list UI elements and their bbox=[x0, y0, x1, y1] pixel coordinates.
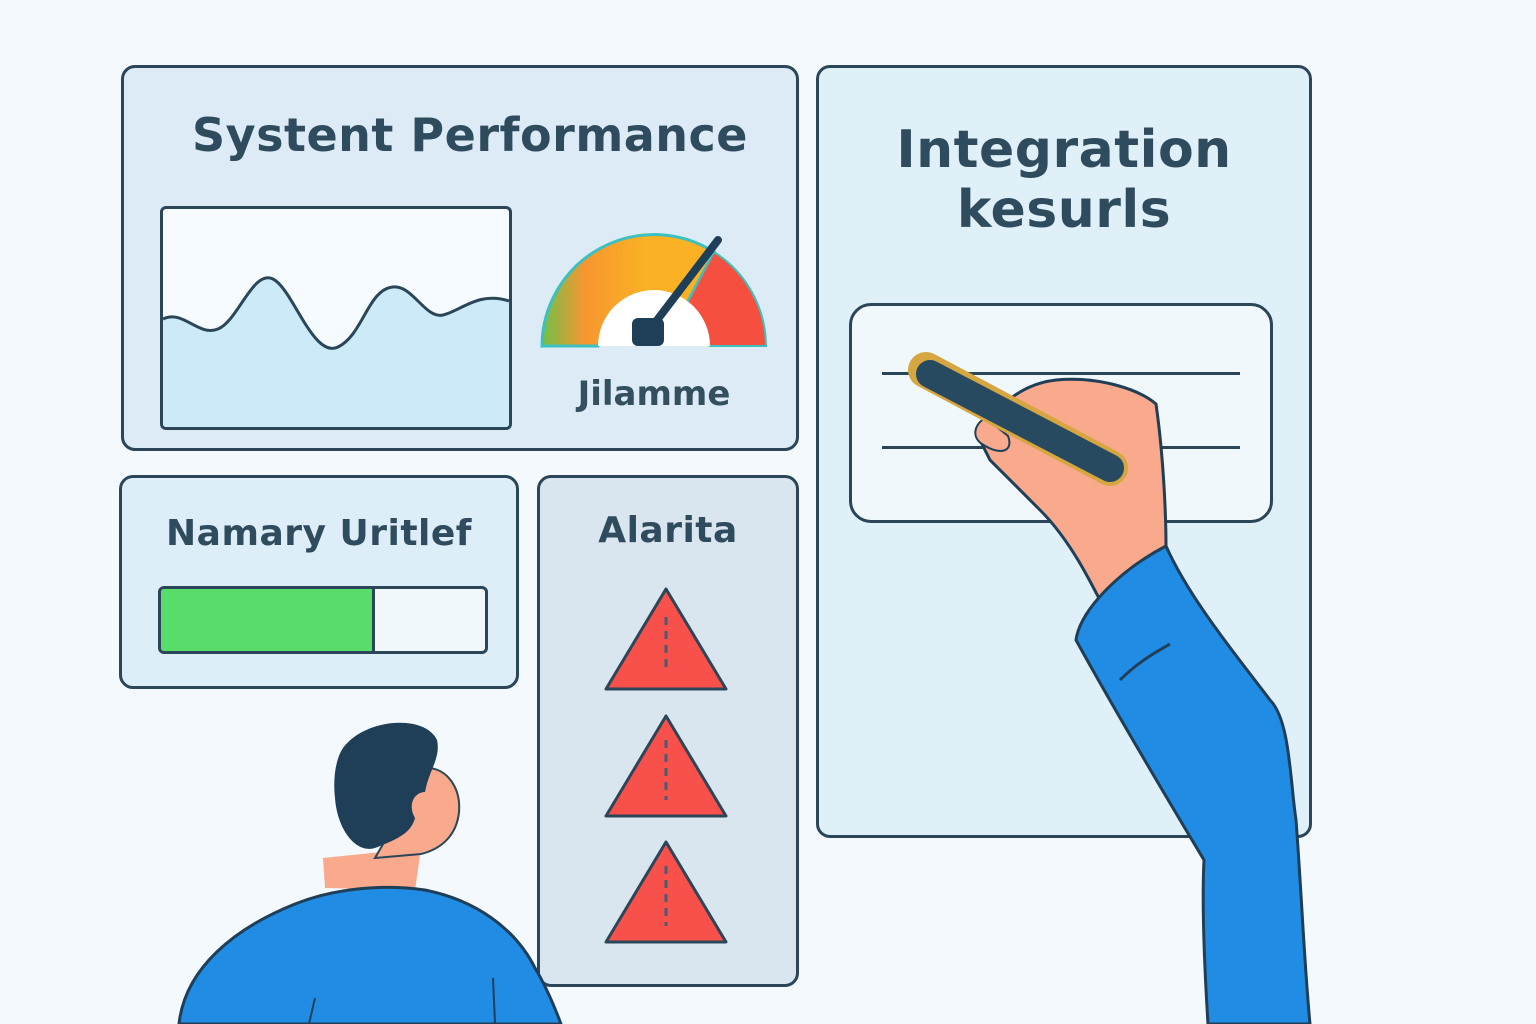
title-line-2: kesurls bbox=[956, 180, 1172, 240]
performance-line-chart bbox=[160, 206, 512, 430]
title-line-1: Integration bbox=[896, 120, 1232, 180]
warning-triangle-icon[interactable] bbox=[602, 836, 730, 948]
panel-title: Alarita bbox=[598, 510, 738, 551]
wave-chart-svg bbox=[163, 276, 509, 427]
writing-hand-illustration bbox=[908, 352, 1312, 1024]
gauge-label: Jilamme bbox=[577, 374, 731, 414]
memory-utilization-panel: Namary Uritlef bbox=[119, 475, 519, 689]
alerts-panel: Alarita bbox=[537, 475, 799, 987]
panel-title: Integration kesurls bbox=[819, 120, 1309, 240]
note-line bbox=[882, 372, 1240, 375]
memory-progress-bar bbox=[158, 586, 488, 654]
panel-title: Systent Performance bbox=[191, 108, 749, 162]
progress-fill bbox=[161, 589, 375, 651]
warning-triangle-icon[interactable] bbox=[602, 710, 730, 822]
system-performance-panel: Systent Performance Jilamme bbox=[121, 65, 799, 451]
gauge-meter bbox=[536, 220, 772, 352]
warning-triangle-icon[interactable] bbox=[602, 583, 730, 695]
person-illustration bbox=[177, 722, 563, 1024]
panel-title: Namary Uritlef bbox=[166, 513, 472, 554]
